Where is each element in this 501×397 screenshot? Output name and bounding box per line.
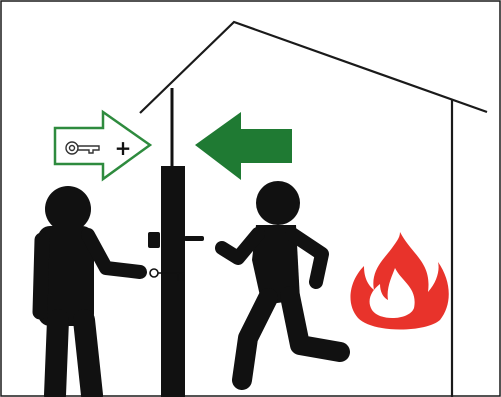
key-plus-symbol: + xyxy=(115,136,132,160)
